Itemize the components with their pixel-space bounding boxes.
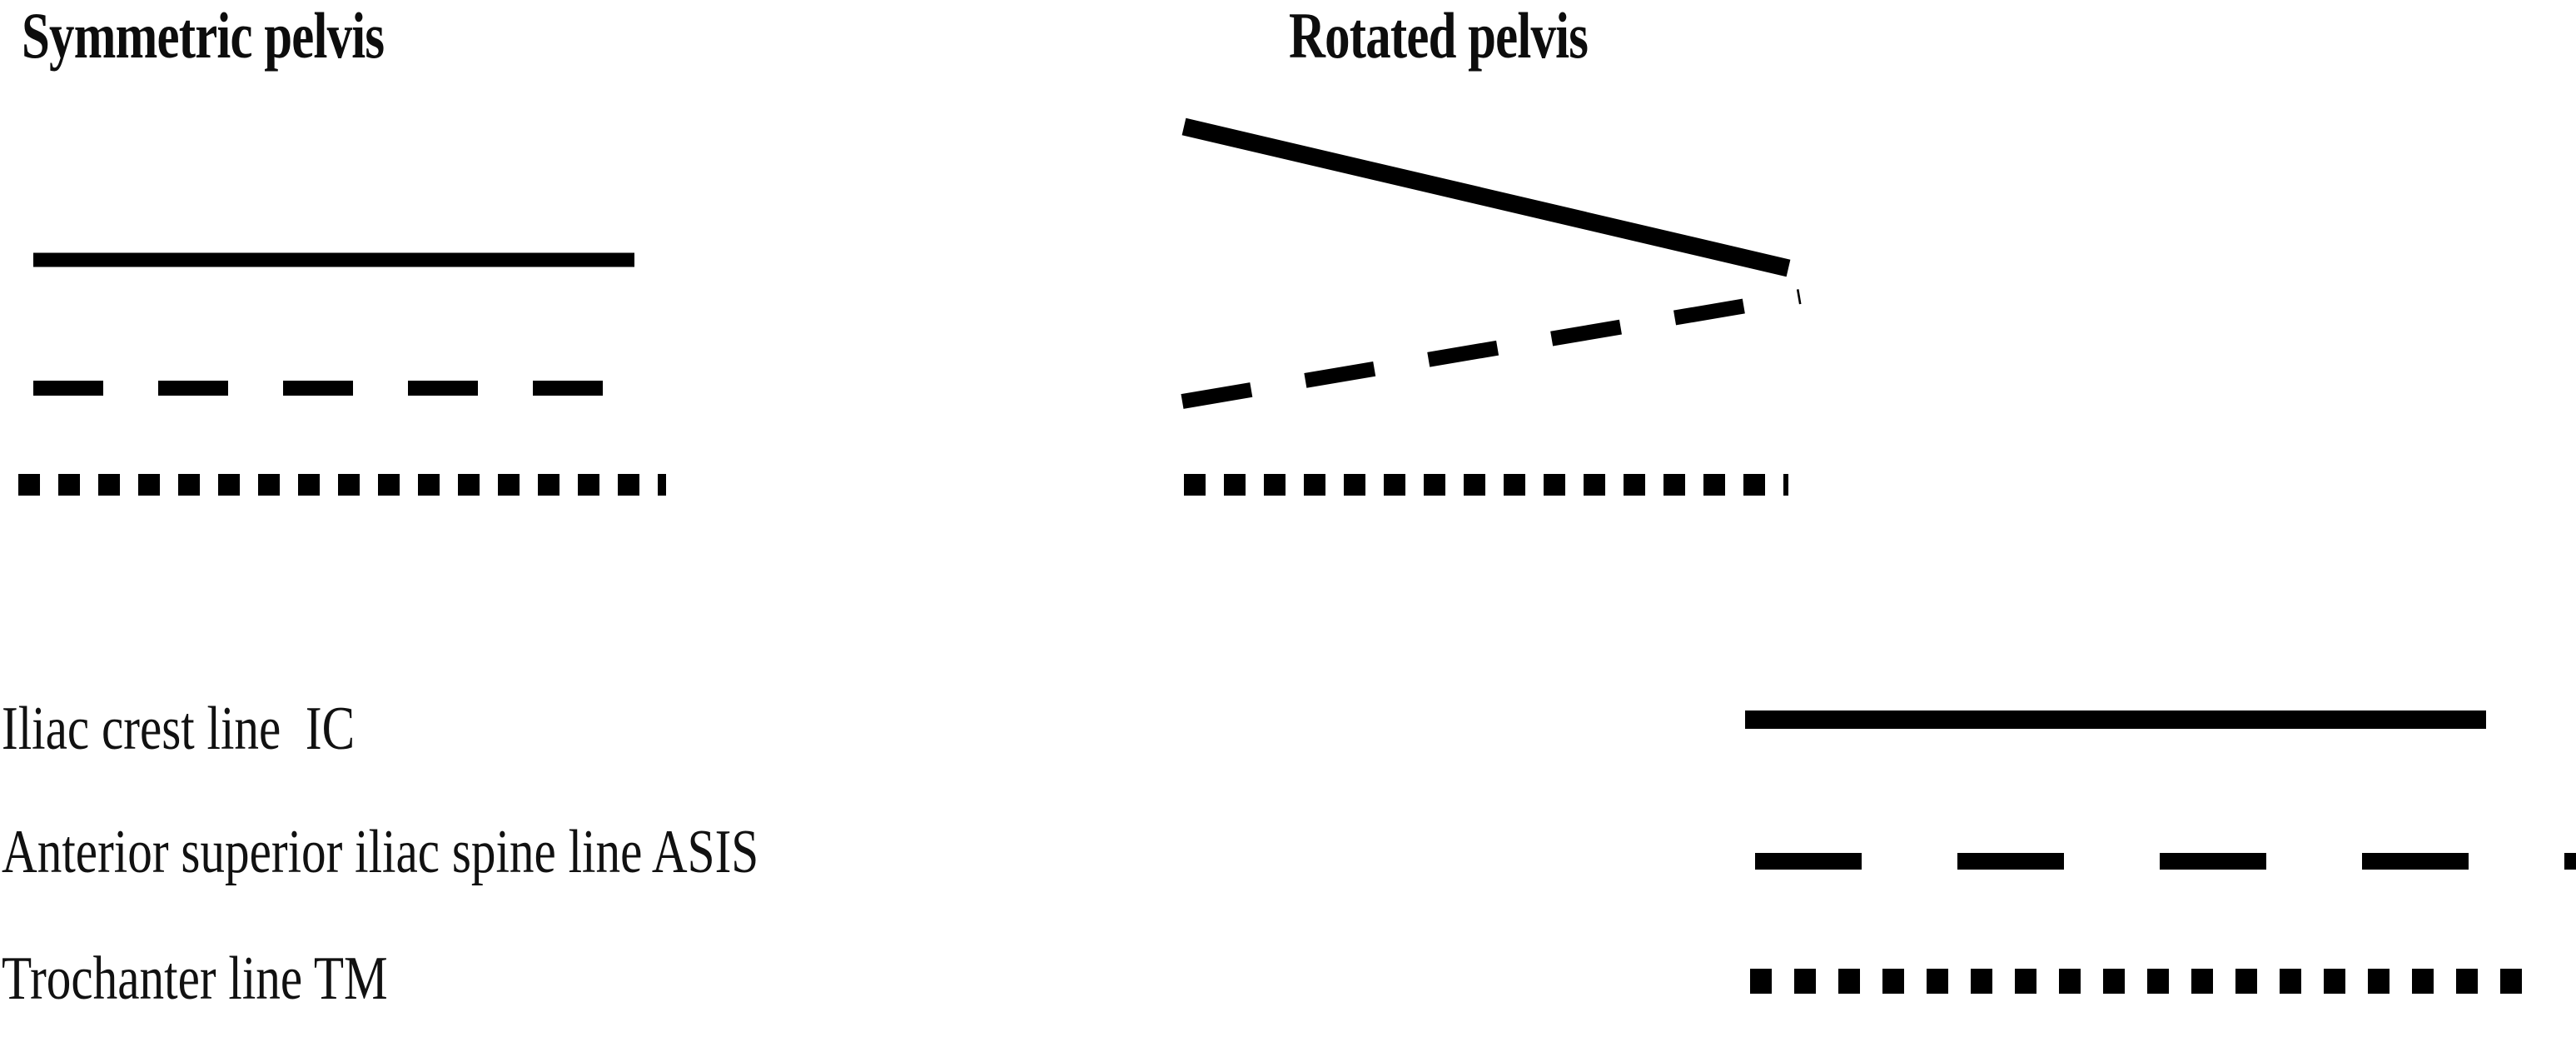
panel-title-rotated-pelvis: Rotated pelvis xyxy=(1289,0,1589,72)
rotated-iliac-crest-line xyxy=(1181,117,1791,277)
rotated-asis-line xyxy=(1181,289,1802,409)
legend-label-trochanter: Trochanter line TM xyxy=(2,945,388,1013)
legend-label-asis: Anterior superior iliac spine line ASIS xyxy=(2,818,759,886)
panel-title-symmetric-pelvis: Symmetric pelvis xyxy=(22,0,385,72)
legend-label-iliac-crest: Iliac crest line IC xyxy=(2,695,356,763)
